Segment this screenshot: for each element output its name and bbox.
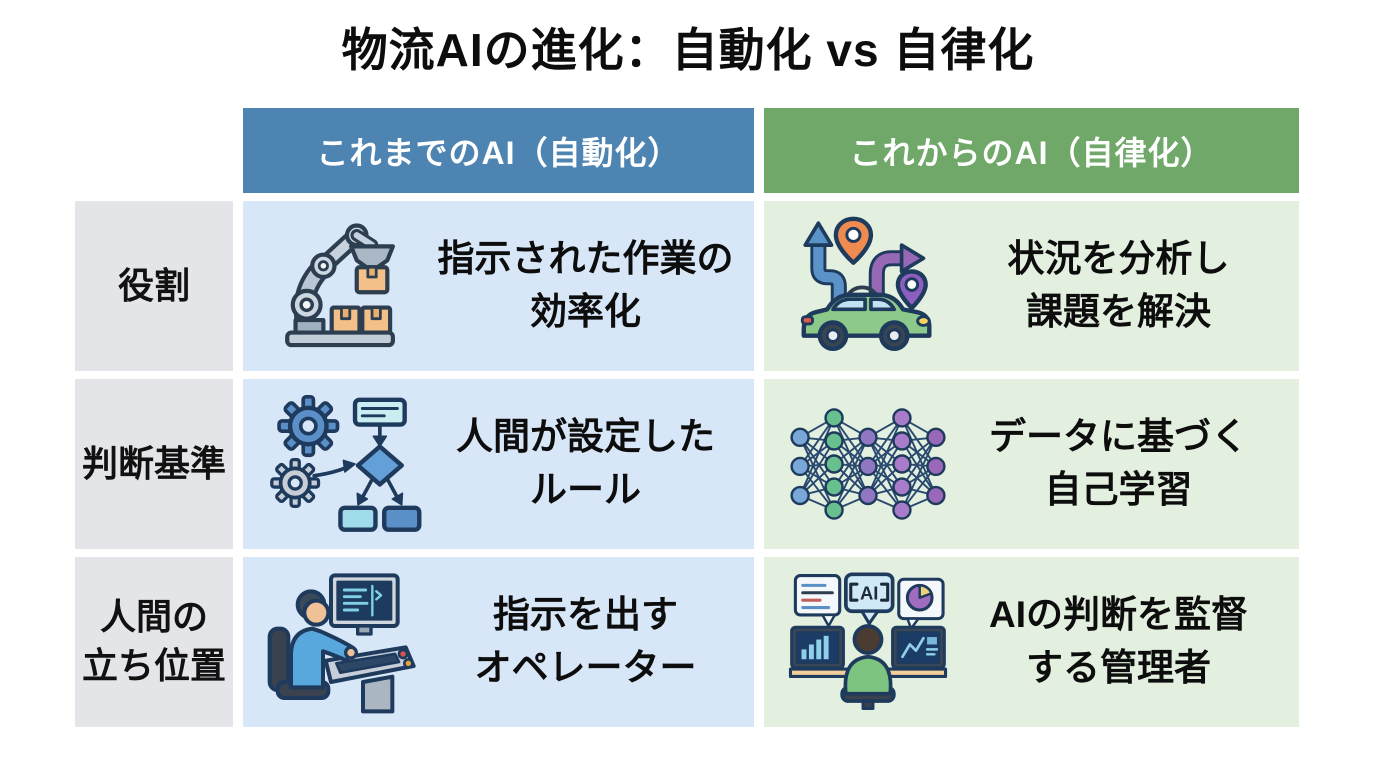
svg-text:AI: AI xyxy=(860,583,878,604)
cell-human-autonomy: AI xyxy=(764,557,1299,727)
neural-network-icon xyxy=(784,379,952,549)
operator-at-console-icon xyxy=(263,557,431,727)
gears-flowchart-icon xyxy=(263,379,431,549)
cell-text: 人間が設定した ルール xyxy=(456,416,715,510)
ai-supervisor-icon: AI xyxy=(784,557,952,727)
cell-role-autonomy: 状況を分析し 課題を解決 xyxy=(764,201,1299,371)
cell-text: 状況を分析し 課題を解決 xyxy=(1007,238,1230,332)
robot-arm-icon xyxy=(263,201,431,371)
column-header-automation: これまでのAI（自動化） xyxy=(243,108,754,193)
cell-text: データに基づく 自己学習 xyxy=(989,416,1248,510)
cell-criteria-autonomy: データに基づく 自己学習 xyxy=(764,379,1299,549)
autonomous-car-route-icon xyxy=(784,201,952,371)
cell-role-automation: 指示された作業の 効率化 xyxy=(243,201,754,371)
comparison-table: これまでのAI（自動化） これからのAI（自律化） 役割 xyxy=(75,108,1299,727)
cell-text: AIの判断を監督 する管理者 xyxy=(989,594,1248,688)
row-label-role: 役割 xyxy=(75,201,233,371)
page-title: 物流AIの進化：自動化 vs 自律化 xyxy=(341,24,1035,76)
cell-criteria-automation: 人間が設定した ルール xyxy=(243,379,754,549)
column-header-autonomy: これからのAI（自律化） xyxy=(764,108,1299,193)
cell-human-automation: 指示を出す オペレーター xyxy=(243,557,754,727)
table-corner-spacer xyxy=(75,108,233,193)
cell-text: 指示された作業の 効率化 xyxy=(437,238,734,332)
cell-text: 指示を出す オペレーター xyxy=(474,594,697,688)
row-label-human-position: 人間の 立ち位置 xyxy=(75,557,233,727)
row-label-criteria: 判断基準 xyxy=(75,379,233,549)
